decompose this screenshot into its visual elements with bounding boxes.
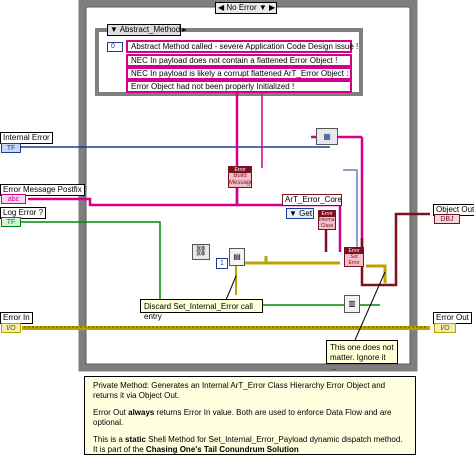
method-dropdown-icon[interactable]: ▼ — [110, 25, 118, 34]
case-left-arrow-icon[interactable]: ◀ — [218, 3, 225, 12]
error-message-postfix-terminal[interactable]: abc — [1, 194, 26, 204]
internal-error-label: Internal Error — [0, 132, 53, 144]
call-by-reference-node[interactable]: ▤ — [229, 248, 245, 266]
message-item-2[interactable]: NEC In payload does not contain a flatte… — [126, 54, 352, 67]
description-line-3-pre: This is a — [93, 435, 126, 444]
discard-comment: Discard Set_Internal_Error call entry — [140, 299, 263, 321]
set-error-node[interactable]: Error Set Error — [344, 247, 364, 267]
art-error-core-constant[interactable]: ArT_Error_Core — [282, 194, 342, 206]
internal-class-header: Error — [319, 211, 335, 217]
call-icon: ▤ — [233, 252, 241, 261]
case-selector-value: No Error — [226, 3, 257, 12]
chain-link-icon: ⛓ — [194, 246, 208, 257]
method-selector[interactable]: ▼ Abstract_Method ▸ — [107, 24, 186, 36]
description-line-1: Private Method: Generates an Internal Ar… — [93, 381, 386, 400]
error-out-label: Error Out — [433, 312, 472, 324]
object-out-wire — [360, 212, 430, 287]
unbundle-node[interactable]: ▥ — [344, 295, 360, 313]
case-selector[interactable]: ◀ No Error ▼ ▶ — [215, 2, 277, 14]
description-line-3-mid: Shell Method for Set_Internal_Error_Payl… — [93, 435, 403, 454]
error-message-postfix-label: Error Message Postfix — [0, 184, 85, 196]
log-error-terminal[interactable]: TF — [1, 217, 21, 227]
set-error-label: Set Error — [348, 254, 360, 266]
description-line-2-pre: Error Out — [93, 408, 129, 417]
vi-description: Private Method: Generates an Internal Ar… — [84, 376, 416, 455]
message-item-1[interactable]: Abstract Method called - severe Applicat… — [126, 40, 358, 53]
description-line-2-post: returns Error In value. Both are used to… — [93, 408, 392, 427]
case-right-arrow-icon[interactable]: ▶ — [269, 3, 276, 12]
get-dropdown-icon[interactable]: ▼ — [289, 209, 297, 218]
internal-class-node[interactable]: Error Internal Class — [318, 210, 336, 230]
object-out-terminal[interactable]: DBJ — [434, 214, 460, 224]
build-message-label: Build Message — [229, 173, 252, 186]
build-message-node[interactable]: Error Build Message — [228, 166, 252, 188]
internal-class-label: Internal Class — [319, 217, 336, 229]
description-line-3: This is a static Shell Method for Set_In… — [93, 435, 407, 455]
internal-error-terminal[interactable]: TF — [1, 143, 21, 153]
description-line-3-bold2: Chasing One's Tail Conundrum Solution — [145, 445, 299, 454]
message-item-4[interactable]: Error Object had not been properly Initi… — [126, 80, 352, 93]
get-selector[interactable]: ▼ Get — [286, 208, 314, 219]
unbundle-icon: ▥ — [348, 299, 356, 308]
log-error-wire — [21, 221, 380, 306]
inner-case-frame — [95, 28, 363, 96]
index-constant[interactable]: 0 — [107, 42, 123, 52]
case-dropdown-icon[interactable]: ▼ — [258, 3, 267, 12]
method-right-arrow-icon[interactable]: ▸ — [182, 25, 187, 34]
description-line-3-bold: static — [125, 435, 146, 444]
format-into-string-node[interactable]: ▦ — [316, 128, 338, 145]
error-out-terminal[interactable]: I/O — [434, 323, 456, 333]
vi-reference-node[interactable]: ⛓ — [192, 244, 210, 260]
message-item-3[interactable]: NEC In payload is likely a corrupt flatt… — [126, 67, 352, 80]
error-in-terminal[interactable]: I/O — [1, 323, 21, 333]
build-message-header: Error — [229, 167, 251, 173]
description-line-2: Error Out always returns Error In value.… — [93, 408, 407, 428]
set-error-header: Error — [345, 248, 363, 254]
description-line-2-bold: always — [128, 408, 155, 417]
method-selector-value: Abstract_Method — [119, 25, 181, 34]
small-numeric-constant[interactable]: 1 — [216, 258, 228, 269]
this-one-comment: This one does not matter. Ignore it ... — [326, 340, 398, 372]
format-icon: ▦ — [323, 132, 331, 141]
log-error-label: Log Error ? — [0, 207, 47, 219]
get-label: Get — [299, 209, 313, 218]
